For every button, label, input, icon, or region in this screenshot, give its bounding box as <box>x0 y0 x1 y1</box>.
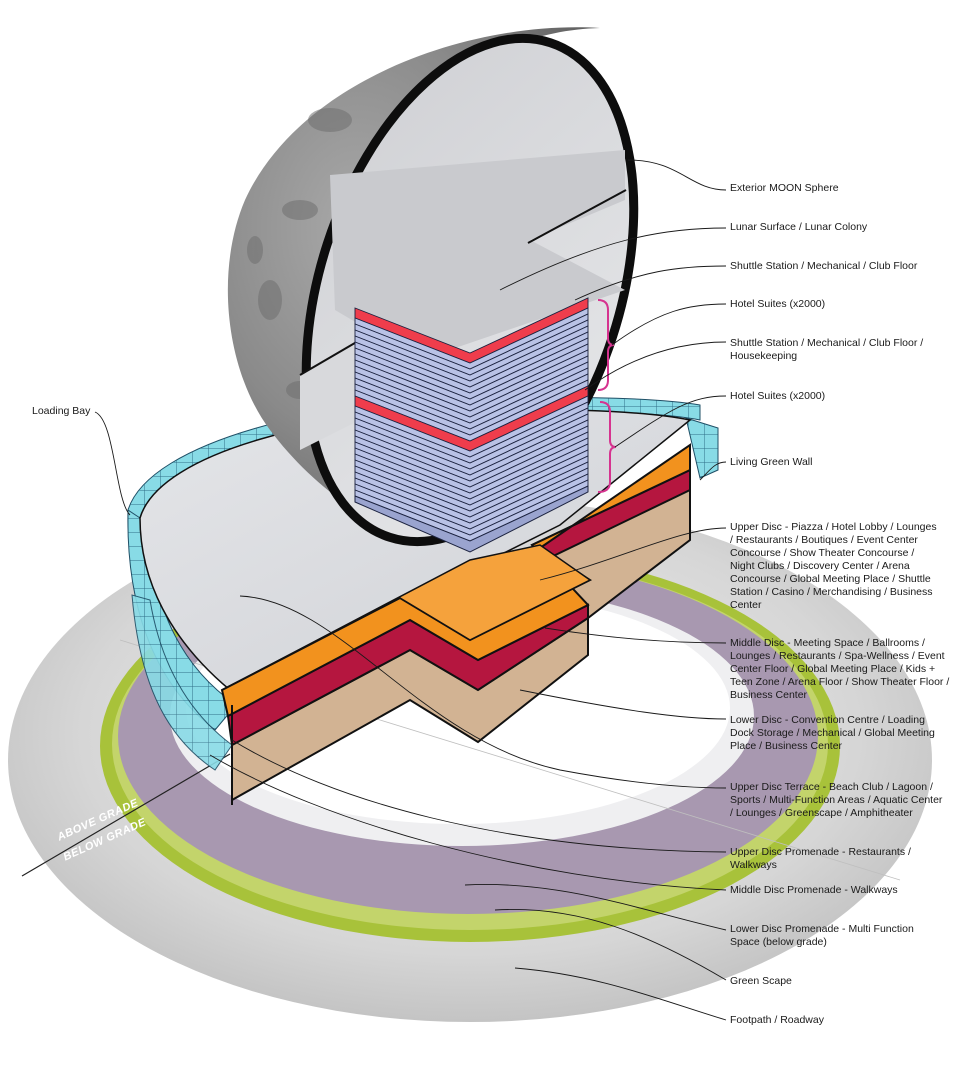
label-living-green-wall: Living Green Wall <box>730 456 813 468</box>
label-shuttle-station-mid: Shuttle Station / Mechanical / Club Floo… <box>730 337 924 362</box>
label-loading-bay: Loading Bay <box>32 405 91 417</box>
leader-middle-disc <box>544 627 727 644</box>
leader-lower-promenade <box>464 884 727 931</box>
lunar-surface-plate <box>330 150 625 360</box>
leader-middle-promenade <box>209 754 727 891</box>
label-middle-disc-promenade: Middle Disc Promenade - Walkways <box>730 884 898 896</box>
right-glass-wall <box>685 417 719 479</box>
tower-base <box>354 485 589 553</box>
label-middle-disc: Middle Disc - Meeting Space / Ballrooms … <box>730 637 950 701</box>
leader-loading-bay <box>94 411 131 516</box>
hotel-suite-brackets <box>597 299 617 493</box>
label-upper-disc-promenade: Upper Disc Promenade - Restaurants / Wal… <box>730 846 911 871</box>
lower-glass-facade <box>131 594 233 771</box>
leader-shuttle-top <box>574 265 727 301</box>
interior-floor-lower <box>300 340 360 450</box>
label-lower-disc-promenade: Lower Disc Promenade - Multi Function Sp… <box>730 923 914 948</box>
leader-green-scape <box>494 909 727 981</box>
leader-terrace <box>239 595 727 789</box>
hotel-tower <box>354 297 589 553</box>
label-hotel-suites-top: Hotel Suites (x2000) <box>730 298 826 310</box>
label-upper-disc: Upper Disc - Piazza / Hotel Lobby / Loun… <box>730 521 937 611</box>
leader-hotel-top <box>611 303 727 346</box>
label-hotel-suites-bottom: Hotel Suites (x2000) <box>730 390 826 402</box>
leader-upper-promenade <box>231 739 727 853</box>
leader-shuttle-mid <box>584 341 727 391</box>
upper-suites-bracket <box>597 299 615 391</box>
grade-line <box>21 753 231 877</box>
leader-lunar-surface <box>499 227 727 291</box>
lunar-surface-edge <box>527 189 627 244</box>
leader-footpath <box>514 967 727 1021</box>
leader-lower-disc <box>519 689 727 720</box>
label-exterior-moon-sphere: Exterior MOON Sphere <box>730 182 839 194</box>
label-lunar-surface: Lunar Surface / Lunar Colony <box>730 221 868 233</box>
label-footpath-roadway: Footpath / Roadway <box>730 1014 824 1026</box>
leader-upper-disc <box>539 527 727 581</box>
leader-living-wall <box>699 461 727 481</box>
interior-floor-line <box>299 339 361 376</box>
lower-suites-bracket <box>597 401 617 493</box>
leader-lines <box>94 159 727 1021</box>
label-lower-disc: Lower Disc - Convention Centre / Loading… <box>730 714 935 752</box>
leader-exterior-moon <box>627 159 727 191</box>
label-shuttle-station-top: Shuttle Station / Mechanical / Club Floo… <box>730 260 918 272</box>
upper-disc-orange-top <box>221 544 592 691</box>
label-green-scape: Green Scape <box>730 975 792 987</box>
leader-hotel-bottom <box>614 395 727 448</box>
label-upper-disc-terrace: Upper Disc Terrace - Beach Club / Lagoon… <box>730 781 943 819</box>
disc-sections <box>220 443 691 805</box>
